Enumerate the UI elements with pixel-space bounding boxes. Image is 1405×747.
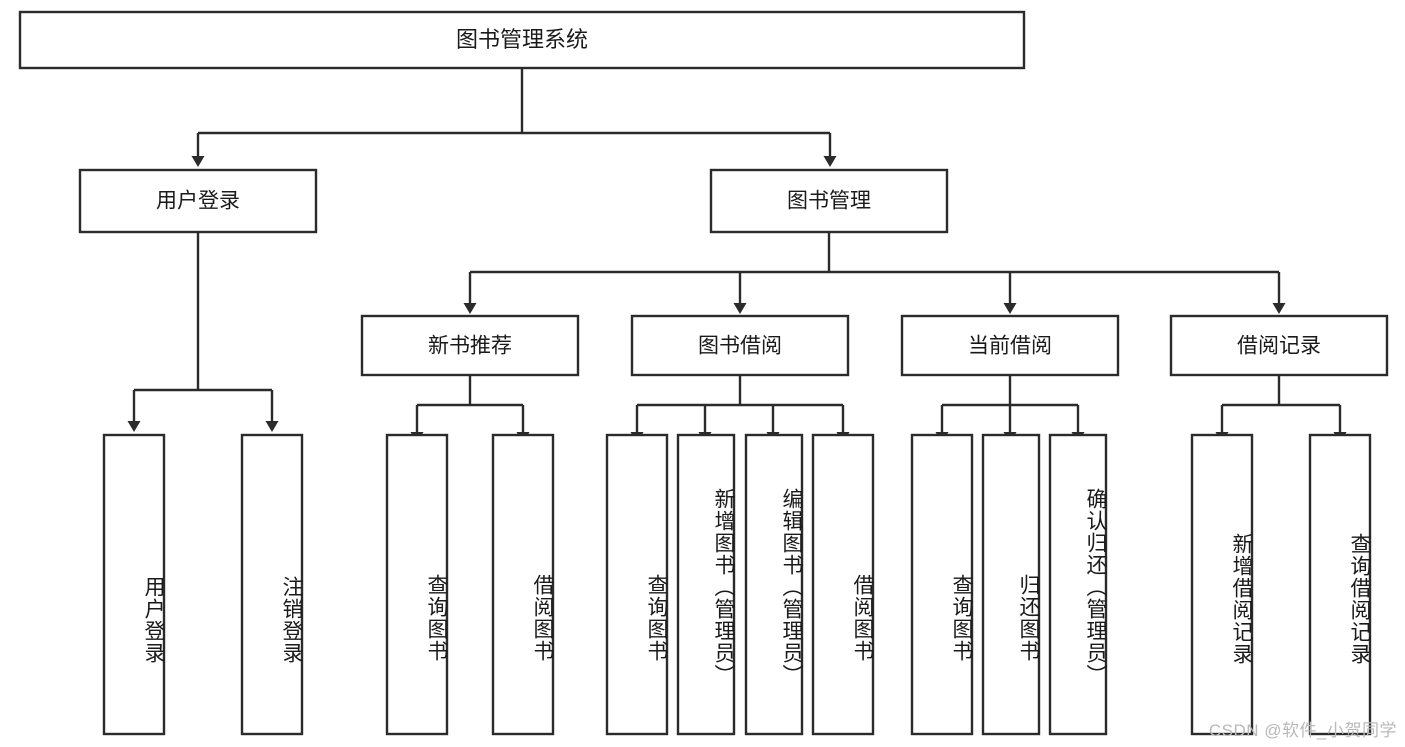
leaf-box-user-login-2[interactable] [240,433,304,736]
node-new-book-recommend[interactable]: 新书推荐 [360,314,580,377]
node-root-label: 图书管理系统 [456,27,588,52]
node-book-management-label: 图书管理 [787,190,871,213]
connector-root-to-level2 [191,68,837,167]
leaf-box-current-borrow-1[interactable] [910,433,974,736]
connector-book-borrow-to-leaves [630,375,850,443]
leaf-box-user-login-1[interactable] [102,433,166,736]
connector-book-management-to-level3 [463,232,1286,314]
leaf-box-book-borrow-4[interactable] [811,433,875,736]
connector-new-book-recommend-to-leaves [410,375,530,443]
connector-current-borrow-to-leaves [935,375,1085,443]
leaf-box-book-borrow-1[interactable] [605,433,669,736]
leaf-box-new-book-2[interactable] [491,433,555,736]
leaf-box-book-borrow-3[interactable] [744,433,804,736]
node-user-login[interactable]: 用户登录 [78,168,318,234]
node-user-login-label: 用户登录 [156,190,240,213]
node-book-borrow-label: 图书借阅 [698,335,782,358]
leaf-box-current-borrow-3[interactable] [1048,433,1108,736]
leaf-box-borrow-record-1[interactable] [1190,433,1254,736]
node-book-management[interactable]: 图书管理 [709,168,949,234]
node-borrow-record-label: 借阅记录 [1237,335,1321,358]
leaf-box-current-borrow-2[interactable] [981,433,1041,736]
leaf-box-borrow-record-2[interactable] [1308,433,1372,736]
node-current-borrow[interactable]: 当前借阅 [900,314,1120,377]
connector-user-login-to-leaves [127,232,279,432]
node-new-book-recommend-label: 新书推荐 [428,335,512,358]
connector-borrow-record-to-leaves [1215,375,1347,443]
node-borrow-record[interactable]: 借阅记录 [1169,314,1389,377]
csdn-watermark: CSDN @软件_小贺同学 [1208,721,1397,740]
node-current-borrow-label: 当前借阅 [968,335,1052,358]
node-book-borrow[interactable]: 图书借阅 [630,314,850,377]
leaf-box-book-borrow-2[interactable] [676,433,736,736]
leaf-box-new-book-1[interactable] [385,433,449,736]
node-root[interactable]: 图书管理系统 [18,10,1026,70]
